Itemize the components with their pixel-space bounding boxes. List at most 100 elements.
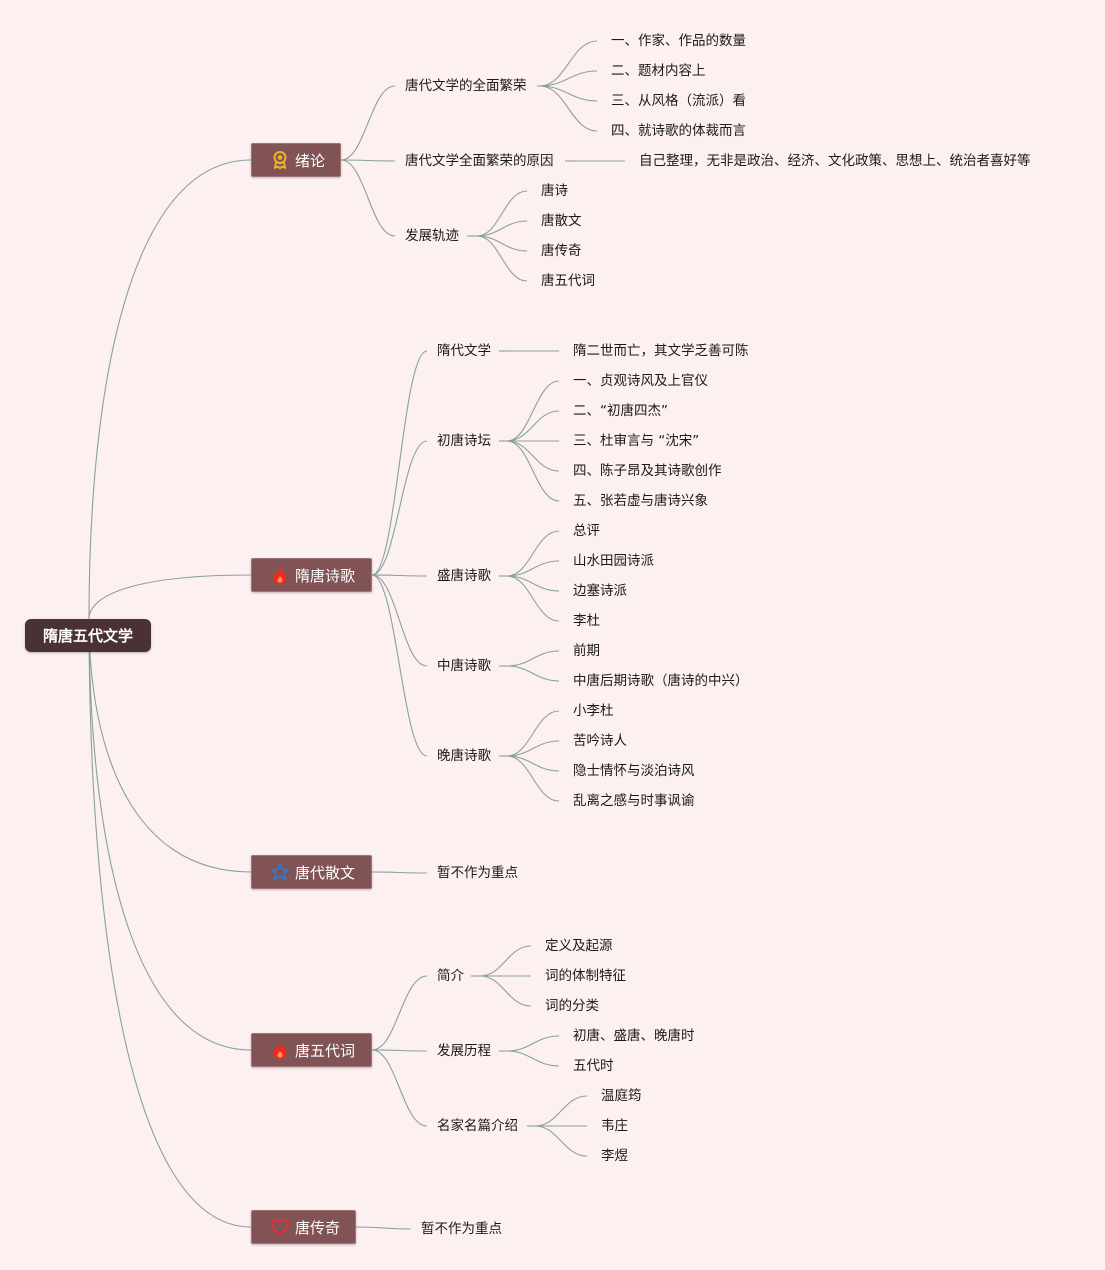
- leaf-node-3-0-0[interactable]: 定义及起源: [545, 938, 613, 954]
- leaf-node-0-0-0[interactable]: 一、作家、作品的数量: [611, 33, 746, 49]
- leaf-node-3-1-0[interactable]: 初唐、盛唐、晚唐时: [573, 1028, 695, 1044]
- connector-root-branch-3: [88, 618, 252, 1051]
- leaf-node-1-1-1[interactable]: 二、“初唐四杰”: [573, 403, 668, 419]
- leaf-node-0-2-1[interactable]: 唐散文: [541, 213, 582, 229]
- sub-node-1-1[interactable]: 初唐诗坛: [437, 433, 491, 449]
- leaf-node-1-4-0[interactable]: 小李杜: [573, 703, 614, 719]
- connector-leaf-0-0-1: [539, 70, 598, 87]
- branch-label: 唐传奇: [295, 1218, 341, 1237]
- sub-node-1-4[interactable]: 晚唐诗歌: [437, 748, 491, 764]
- connector-leaf-0-2-1: [476, 220, 528, 237]
- connector-leaf-3-0-2: [479, 975, 532, 1007]
- leaf-node-0-1-0[interactable]: 自己整理，无非是政治、经济、文化政策、思想上、统治者喜好等: [639, 153, 1031, 169]
- root-node[interactable]: 隋唐五代文学: [25, 619, 151, 652]
- connector-leaf-0-0-0: [539, 40, 598, 87]
- leaf-node-3-0-2[interactable]: 词的分类: [545, 998, 599, 1014]
- leaf-node-1-1-4[interactable]: 五、张若虚与唐诗兴象: [573, 493, 708, 509]
- connector-branch-1-sub-0: [371, 350, 428, 576]
- leaf-node-1-1-3[interactable]: 四、陈子昂及其诗歌创作: [573, 463, 722, 479]
- branch-label: 唐代散文: [295, 863, 356, 882]
- connector-leaf-3-1-0: [506, 1035, 560, 1052]
- leaf-node-1-2-3[interactable]: 李杜: [573, 613, 600, 629]
- connector-leaf-1-2-0: [506, 530, 560, 577]
- connector-branch-0-sub-1: [340, 159, 396, 162]
- connector-leaf-0-2-3: [476, 235, 528, 282]
- connector-branch-3-sub-0: [371, 975, 428, 1051]
- branch-node-4[interactable]: 唐传奇: [251, 1210, 356, 1244]
- sub-node-1-0[interactable]: 隋代文学: [437, 343, 491, 359]
- leaf-node-0-0-1[interactable]: 二、题材内容上: [611, 63, 706, 79]
- connector-root-branch-2: [88, 618, 252, 873]
- branch-node-0[interactable]: 绪论: [251, 143, 341, 177]
- branch-label: 隋唐诗歌: [295, 566, 356, 585]
- connector-branch-4-sub-0: [355, 1226, 412, 1230]
- connector-leaf-3-1-1: [506, 1050, 560, 1067]
- connector-branch-1-sub-1: [371, 440, 428, 576]
- leaf-node-1-0-0[interactable]: 隋二世而亡，其文学乏善可陈: [573, 343, 749, 359]
- heart-icon: [270, 1217, 290, 1237]
- leaf-node-1-2-0[interactable]: 总评: [573, 523, 600, 539]
- connector-leaf-1-1-1: [506, 410, 560, 442]
- leaf-node-0-2-2[interactable]: 唐传奇: [541, 243, 582, 259]
- connector-leaf-0-2-0: [476, 190, 528, 237]
- leaf-node-0-2-0[interactable]: 唐诗: [541, 183, 568, 199]
- leaf-node-1-1-2[interactable]: 三、杜审言与 “沈宋”: [573, 433, 700, 449]
- leaf-node-0-0-2[interactable]: 三、从风格（流派）看: [611, 93, 746, 109]
- connector-leaf-1-1-0: [506, 380, 560, 442]
- branch-label: 绪论: [295, 151, 326, 170]
- award-ribbon-icon: [270, 150, 290, 170]
- star-icon: [270, 862, 290, 882]
- sub-node-3-1[interactable]: 发展历程: [437, 1043, 491, 1059]
- leaf-node-1-1-0[interactable]: 一、贞观诗风及上官仪: [573, 373, 708, 389]
- sub-node-0-1[interactable]: 唐代文学全面繁荣的原因: [405, 153, 554, 169]
- leaf-node-1-4-3[interactable]: 乱离之感与时事讽谕: [573, 793, 695, 809]
- flame-icon: [270, 1040, 290, 1060]
- leaf-node-3-0-1[interactable]: 词的体制特征: [545, 968, 626, 984]
- leaf-node-1-4-2[interactable]: 隐士情怀与淡泊诗风: [573, 763, 695, 779]
- connector-leaf-3-2-2: [534, 1125, 588, 1157]
- leaf-node-3-2-2[interactable]: 李煜: [601, 1148, 628, 1164]
- flame-icon: [270, 565, 290, 585]
- connector-leaf-1-2-1: [506, 560, 560, 577]
- connector-branch-1-sub-4: [371, 574, 428, 757]
- sub-node-0-2[interactable]: 发展轨迹: [405, 228, 459, 244]
- branch-node-2[interactable]: 唐代散文: [251, 855, 372, 889]
- leaf-node-1-3-0[interactable]: 前期: [573, 643, 600, 659]
- sub-node-2-0[interactable]: 暂不作为重点: [437, 865, 518, 881]
- connector-leaf-1-4-0: [506, 710, 560, 757]
- connector-leaf-1-3-1: [506, 665, 560, 682]
- connector-branch-1-sub-2: [371, 574, 428, 577]
- connector-branch-2-sub-0: [371, 871, 428, 874]
- connector-leaf-1-4-1: [506, 740, 560, 757]
- sub-node-1-3[interactable]: 中唐诗歌: [437, 658, 491, 674]
- leaf-node-0-0-3[interactable]: 四、就诗歌的体裁而言: [611, 123, 746, 139]
- connector-leaf-1-4-3: [506, 755, 560, 802]
- connector-branch-0-sub-2: [340, 159, 396, 237]
- sub-node-3-0[interactable]: 简介: [437, 968, 464, 984]
- sub-node-0-0[interactable]: 唐代文学的全面繁荣: [405, 78, 527, 94]
- sub-node-4-0[interactable]: 暂不作为重点: [421, 1221, 502, 1237]
- leaf-node-1-2-1[interactable]: 山水田园诗派: [573, 553, 654, 569]
- sub-node-3-2[interactable]: 名家名篇介绍: [437, 1118, 518, 1134]
- connector-leaf-3-2-0: [534, 1095, 588, 1127]
- connector-leaf-0-0-2: [539, 85, 598, 102]
- connector-root-branch-4: [88, 618, 252, 1228]
- connector-branch-3-sub-2: [371, 1049, 428, 1127]
- connector-leaf-1-1-4: [506, 440, 560, 502]
- connector-branch-1-sub-3: [371, 574, 428, 667]
- leaf-node-0-2-3[interactable]: 唐五代词: [541, 273, 595, 289]
- leaf-node-3-2-0[interactable]: 温庭筠: [601, 1088, 642, 1104]
- leaf-node-1-2-2[interactable]: 边塞诗派: [573, 583, 627, 599]
- connector-root-branch-1: [88, 574, 252, 620]
- connector-branch-0-sub-0: [340, 85, 396, 161]
- leaf-node-3-1-1[interactable]: 五代时: [573, 1058, 614, 1074]
- leaf-node-3-2-1[interactable]: 韦庄: [601, 1118, 628, 1134]
- leaf-node-1-4-1[interactable]: 苦吟诗人: [573, 733, 627, 749]
- branch-node-1[interactable]: 隋唐诗歌: [251, 558, 372, 592]
- connector-root-branch-0: [88, 159, 252, 620]
- sub-node-1-2[interactable]: 盛唐诗歌: [437, 568, 491, 584]
- connector-leaf-1-3-0: [506, 650, 560, 667]
- branch-node-3[interactable]: 唐五代词: [251, 1033, 372, 1067]
- leaf-node-1-3-1[interactable]: 中唐后期诗歌（唐诗的中兴）: [573, 673, 749, 689]
- connector-leaf-0-0-3: [539, 85, 598, 132]
